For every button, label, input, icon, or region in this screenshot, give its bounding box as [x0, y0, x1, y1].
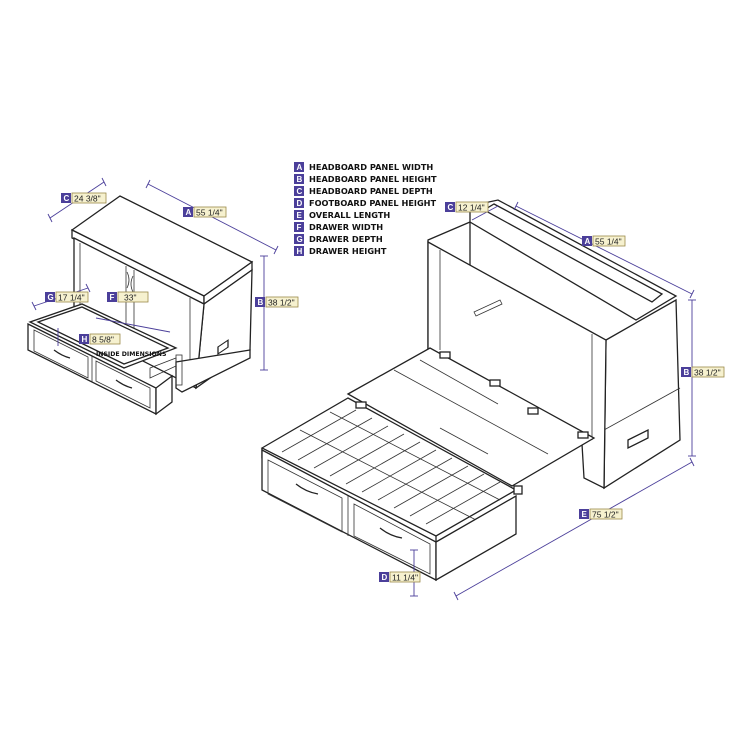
legend-text: OVERALL LENGTH: [309, 210, 390, 220]
legend-letter: F: [297, 223, 302, 232]
handle-icon: [126, 271, 134, 293]
drawer-handle-icon: [115, 379, 133, 389]
outlet-icon: [627, 428, 649, 450]
closed-cabinet-drawing: [27, 195, 254, 416]
legend-letter: C: [297, 187, 303, 196]
dimension-tag-D-open: D 11 1/4": [379, 571, 421, 583]
dimension-value: 24 3/8": [74, 194, 101, 204]
dimension-letter: C: [64, 194, 70, 203]
hinge-icon: [527, 407, 539, 415]
dimension-value: 55 1/4": [196, 208, 223, 218]
hinge-icon: [577, 431, 589, 439]
dimension-tag-H-closed: H 8 5/8": [79, 333, 121, 345]
legend-text: DRAWER HEIGHT: [309, 246, 387, 256]
legend-letter-box: [294, 222, 304, 232]
dimension-tag-B-open: B 38 1/2": [681, 366, 725, 378]
legend-text: HEADBOARD PANEL HEIGHT: [309, 174, 437, 184]
dimension-value: 33": [124, 293, 136, 303]
legend-letter: E: [297, 211, 303, 220]
dimension-value: 75 1/2": [592, 510, 619, 520]
open-bed-drawing: [260, 199, 681, 582]
legend-text: DRAWER DEPTH: [309, 234, 383, 244]
legend-item: B HEADBOARD PANEL HEIGHT: [294, 174, 437, 184]
legend-letter-box: [294, 198, 304, 208]
open-bed-dimension-lines: [410, 201, 696, 601]
hinge-icon: [355, 401, 367, 409]
dimension-letter: G: [48, 293, 54, 302]
legend-item: H DRAWER HEIGHT: [294, 246, 387, 256]
dimension-tag-E-open: E 75 1/2": [579, 508, 623, 520]
legend-item: D FOOTBOARD PANEL HEIGHT: [294, 198, 437, 208]
dimension-letter: C: [448, 203, 454, 212]
dimension-value: 12 1/4": [458, 203, 485, 213]
legend-letter-box: [294, 210, 304, 220]
outlet-icon: [217, 339, 229, 356]
dimension-value: 55 1/4": [595, 237, 622, 247]
dimension-value: 38 1/2": [694, 368, 721, 378]
hinge-icon: [489, 379, 501, 387]
legend: A HEADBOARD PANEL WIDTH B HEADBOARD PANE…: [294, 162, 437, 256]
legend-text: DRAWER WIDTH: [309, 222, 383, 232]
legend-item: A HEADBOARD PANEL WIDTH: [294, 162, 433, 172]
legend-item: G DRAWER DEPTH: [294, 234, 383, 244]
legend-text: HEADBOARD PANEL DEPTH: [309, 186, 433, 196]
drawer-handle-icon: [379, 527, 403, 539]
dimension-tag-C-closed: C 24 3/8": [61, 192, 107, 204]
legend-letter-box: [294, 174, 304, 184]
dimension-tag-A-open: A 55 1/4": [582, 235, 626, 247]
dimension-letter: B: [684, 368, 690, 377]
dimension-value: 38 1/2": [268, 298, 295, 308]
dimension-letter: A: [186, 208, 192, 217]
legend-item: C HEADBOARD PANEL DEPTH: [294, 186, 433, 196]
dimension-tag-A-closed: A 55 1/4": [183, 206, 227, 218]
legend-letter-box: [294, 246, 304, 256]
dimension-tag-C-open: C 12 1/4": [445, 201, 489, 213]
dimension-tag-F-closed: F 33": [107, 291, 149, 303]
hinge-icon: [513, 485, 523, 495]
dimension-tag-G-closed: G 17 1/4": [45, 291, 89, 303]
legend-letter: A: [297, 163, 303, 172]
dimension-letter: H: [82, 335, 88, 344]
legend-letter: B: [297, 175, 303, 184]
dimension-letter: F: [110, 293, 115, 302]
dimension-letter: E: [582, 510, 588, 519]
dimension-value: 11 1/4": [392, 573, 418, 583]
legend-letter-box: [294, 162, 304, 172]
legend-letter-box: [294, 186, 304, 196]
dimension-value: 8 5/8": [92, 335, 114, 345]
legend-letter: H: [297, 247, 303, 256]
legend-text: HEADBOARD PANEL WIDTH: [309, 162, 433, 172]
dimension-letter: A: [585, 237, 591, 246]
dimension-tag-B-closed: B 38 1/2": [255, 296, 299, 308]
dimension-letter: B: [258, 298, 264, 307]
inside-dimensions-note: INSIDE DIMENSIONS: [96, 351, 166, 358]
mattress-platform-upper: [346, 347, 596, 487]
legend-text: FOOTBOARD PANEL HEIGHT: [309, 198, 437, 208]
dimension-letter: D: [382, 573, 388, 582]
drawer-handle-icon: [53, 349, 71, 359]
legend-item: F DRAWER WIDTH: [294, 222, 383, 232]
legend-item: E OVERALL LENGTH: [294, 210, 390, 220]
drawer-handle-icon: [295, 483, 319, 495]
hinge-icon: [439, 351, 451, 359]
legend-letter-box: [294, 234, 304, 244]
legend-letter: G: [297, 235, 303, 244]
dimension-value: 17 1/4": [58, 293, 85, 303]
legend-letter: D: [297, 199, 303, 208]
